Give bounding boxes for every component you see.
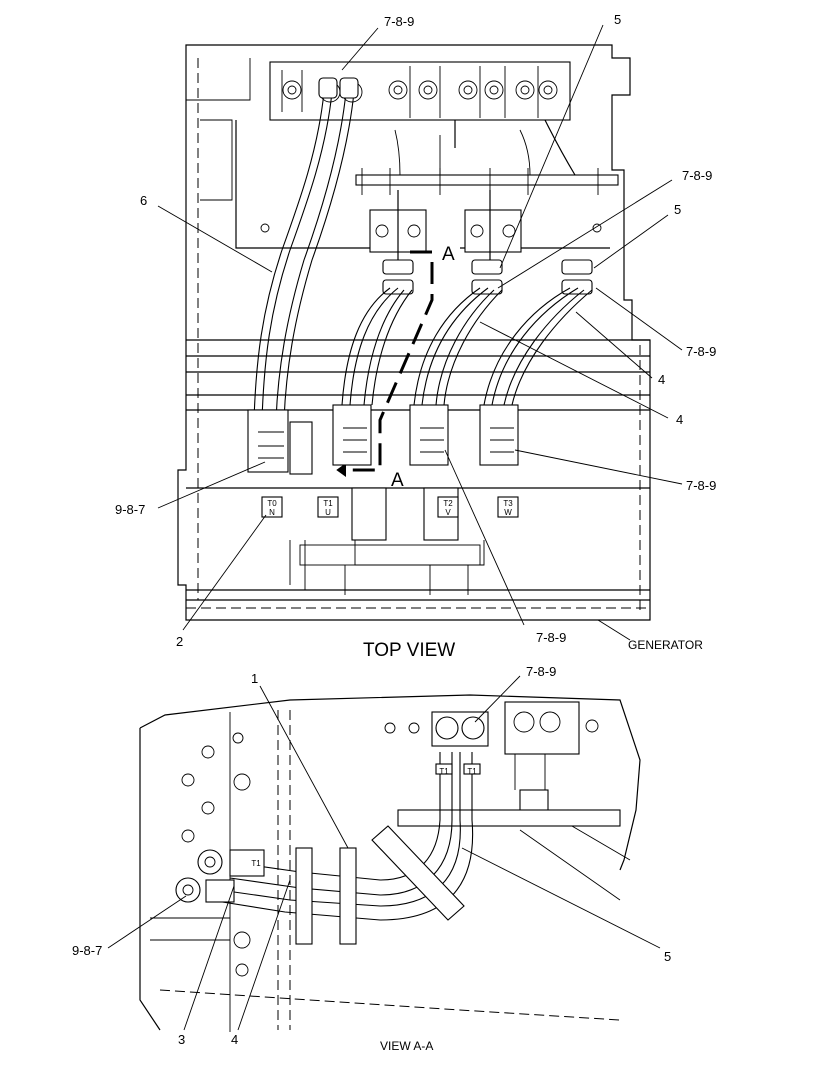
aa-tag-2: T1 bbox=[467, 767, 477, 776]
generator-label: GENERATOR bbox=[628, 638, 703, 652]
stud-nut-pairs bbox=[382, 259, 593, 295]
callout-5-top: 5 bbox=[614, 12, 621, 27]
top-view-leaders bbox=[157, 24, 683, 641]
aa-callout-1: 1 bbox=[251, 671, 258, 686]
terminal-t2-bottom: V bbox=[445, 508, 451, 517]
aa-callout-5: 5 bbox=[664, 949, 671, 964]
callout-2: 2 bbox=[176, 634, 183, 649]
terminal-t2-top: T2 bbox=[443, 499, 453, 508]
callout-5-right: 5 bbox=[674, 202, 681, 217]
view-aa-title: VIEW A-A bbox=[380, 1039, 433, 1053]
aa-tag-3: T1 bbox=[251, 859, 261, 868]
callout-789-right-3: 7-8-9 bbox=[686, 478, 716, 493]
terminal-t1-bottom: U bbox=[325, 508, 331, 517]
callout-789-bottom: 7-8-9 bbox=[536, 630, 566, 645]
phase-cables bbox=[341, 287, 593, 406]
callout-789-right-1: 7-8-9 bbox=[682, 168, 712, 183]
terminal-t0-bottom: N bbox=[269, 508, 275, 517]
view-aa-drawing bbox=[139, 694, 641, 1032]
callout-4-b: 4 bbox=[676, 412, 683, 427]
top-view-drawing bbox=[177, 44, 651, 621]
terminal-t0-top: T0 bbox=[267, 499, 277, 508]
callout-789-top: 7-8-9 bbox=[384, 14, 414, 29]
view-aa-leaders bbox=[107, 675, 661, 1031]
terminal-t3-bottom: W bbox=[504, 508, 512, 517]
callout-789-right-2: 7-8-9 bbox=[686, 344, 716, 359]
top-view-title: TOP VIEW bbox=[363, 640, 455, 661]
terminal-markers bbox=[261, 496, 519, 518]
callout-987-left: 9-8-7 bbox=[115, 502, 145, 517]
terminal-t3-top: T3 bbox=[503, 499, 513, 508]
terminal-t1-top: T1 bbox=[323, 499, 333, 508]
lower-connection-blocks bbox=[247, 404, 519, 595]
aa-tag-1: T1 bbox=[439, 767, 449, 776]
aa-callout-4: 4 bbox=[231, 1032, 238, 1047]
aa-callout-789: 7-8-9 bbox=[526, 664, 556, 679]
cable-6 bbox=[253, 77, 359, 421]
aa-callout-3: 3 bbox=[178, 1032, 185, 1047]
aa-callout-987: 9-8-7 bbox=[72, 943, 102, 958]
callout-6: 6 bbox=[140, 193, 147, 208]
section-line-a bbox=[336, 250, 434, 477]
section-marker-upper: A bbox=[442, 244, 455, 265]
section-marker-lower: A bbox=[391, 470, 404, 491]
callout-4-a: 4 bbox=[658, 372, 665, 387]
